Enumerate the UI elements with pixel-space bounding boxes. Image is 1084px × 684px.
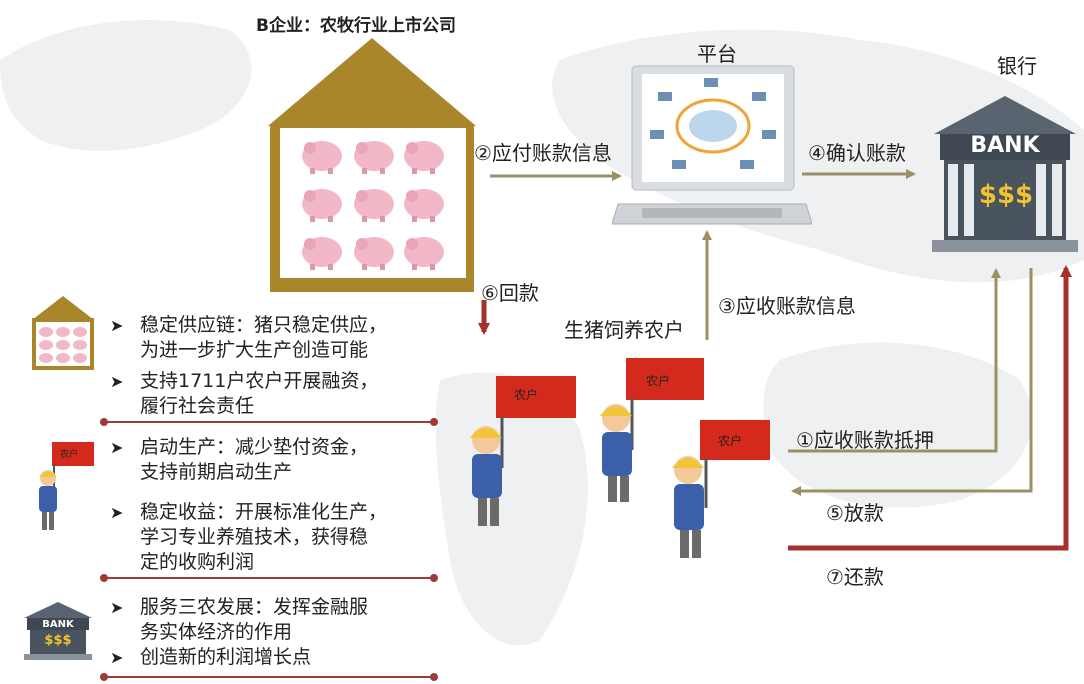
bank-mini-sign: BANK <box>42 619 74 630</box>
farmer-flag-text-right: 农户 <box>718 434 743 448</box>
platform-laptop-icon <box>612 65 812 225</box>
bank-benefit-2-line1: 创造新的利润增长点 <box>140 646 312 668</box>
farmer-figure-middle <box>600 358 704 502</box>
bank-benefit-1-line2: 务实体经济的作用 <box>140 621 293 643</box>
step2-label: ②应付账款信息 <box>474 141 612 165</box>
company-house-icon <box>268 38 476 292</box>
platform-label: 平台 <box>697 42 737 66</box>
bank-mini-dollars: $$$ <box>44 633 72 648</box>
arrow-step5 <box>791 268 1033 496</box>
company-benefit-2-line2: 履行社会责任 <box>140 395 255 417</box>
farmer-benefit-2-line3: 定的收购利润 <box>140 551 255 573</box>
bank-sign: BANK <box>970 133 1040 158</box>
step5-label: ⑤放款 <box>826 501 884 525</box>
divider-1 <box>100 418 438 426</box>
bank-dollars: $$$ <box>978 180 1034 210</box>
company-benefit-1-line1: 稳定供应链：猪只稳定供应， <box>140 314 388 336</box>
company-title: B企业：农牧行业上市公司 <box>256 16 456 36</box>
bank-label: 银行 <box>997 54 1037 78</box>
step1-label: ①应收账款抵押 <box>796 428 934 452</box>
bank-benefit-1-line1: 服务三农发展：发挥金融服 <box>140 596 369 618</box>
divider-2 <box>100 574 438 582</box>
step6-label: ⑥回款 <box>481 281 539 305</box>
farmers-label: 生猪饲养农户 <box>564 318 684 342</box>
farmers-group <box>470 358 770 558</box>
divider-3 <box>100 673 438 681</box>
bank-building-icon <box>932 96 1078 252</box>
bank-mini-icon <box>24 602 92 660</box>
arrow-step1 <box>788 268 1001 453</box>
company-benefit-1-line2: 为进一步扩大生产创造可能 <box>140 339 369 361</box>
farmer-benefit-2-line2: 学习专业养殖技术，获得稳 <box>140 526 369 548</box>
farmer-flag-text-middle: 农户 <box>646 374 671 388</box>
company-benefit-2-line1: 支持1711户农户开展融资， <box>140 370 379 392</box>
farmer-figure-right <box>672 420 770 558</box>
company-mini-icon <box>32 296 94 370</box>
arrow-step7 <box>788 265 1072 551</box>
farmer-mini-icon <box>39 442 94 530</box>
farmer-benefit-1-line2: 支持前期启动生产 <box>140 461 293 483</box>
step3-label: ③应收账款信息 <box>718 294 856 318</box>
farmer-mini-flag-text: 农户 <box>60 450 79 460</box>
step7-label: ⑦还款 <box>826 565 884 589</box>
farmer-figure-left <box>470 376 576 526</box>
farmer-benefit-2-line1: 稳定收益：开展标准化生产， <box>140 501 388 523</box>
farmer-benefit-1-line1: 启动生产：减少垫付资金， <box>140 436 369 458</box>
farmer-flag-text-left: 农户 <box>514 388 539 402</box>
step4-label: ④确认账款 <box>808 141 906 165</box>
